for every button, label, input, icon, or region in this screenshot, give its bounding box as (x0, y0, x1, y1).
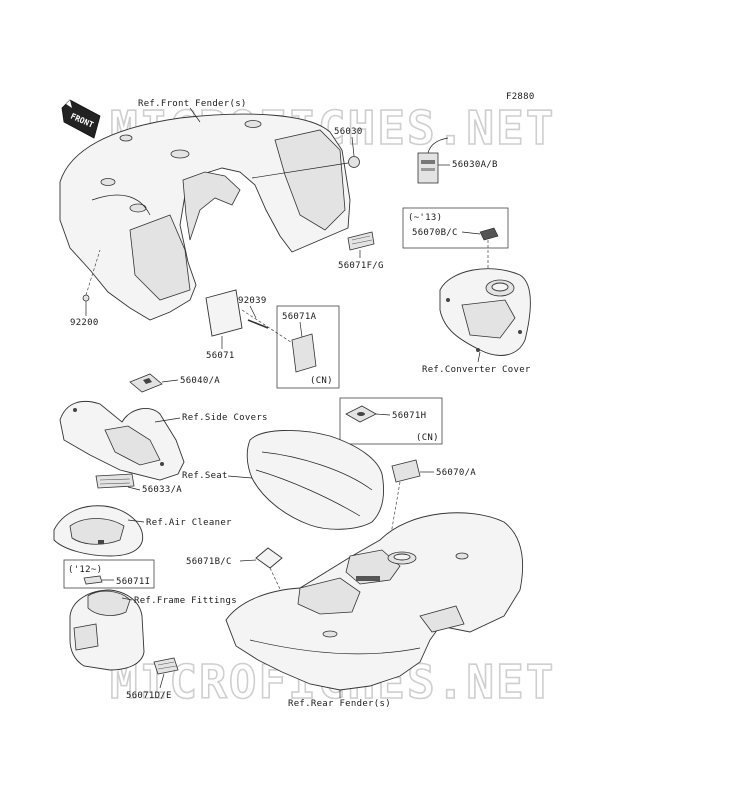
label-ref-converter-cover: Ref.Converter Cover (422, 365, 531, 375)
label-92200: 92200 (70, 318, 99, 328)
label-92039: 92039 (238, 296, 267, 306)
part-56030-icon (348, 156, 360, 168)
label-ref-frame-fittings: Ref.Frame Fittings (134, 596, 237, 606)
label-ref-side-covers: Ref.Side Covers (182, 413, 268, 423)
label-cn-2: (CN) (416, 433, 439, 443)
part-56071-icon (205, 289, 243, 337)
label-56070a: 56070/A (436, 468, 476, 478)
label-56071de: 56071D/E (126, 691, 172, 701)
label-cn-1: (CN) (310, 376, 333, 386)
part-56071i-icon (83, 575, 103, 585)
rear-fender-part (225, 512, 523, 691)
box-56071i (63, 559, 155, 589)
frame-fittings-part (69, 589, 145, 671)
label-56071: 56071 (206, 351, 235, 361)
label-56030: 56030 (334, 127, 363, 137)
part-56033a-icon (95, 473, 135, 489)
label-56070bc: 56070B/C (412, 228, 458, 238)
part-92039-icon (247, 319, 269, 329)
part-56071a-icon (291, 333, 317, 373)
part-56030ab-tag-icon (417, 137, 449, 184)
box-56071h (339, 397, 443, 445)
air-cleaner-part (53, 505, 144, 557)
label-ref-air-cleaner: Ref.Air Cleaner (146, 518, 232, 528)
label-ref-rear-fender: Ref.Rear Fender(s) (288, 699, 391, 709)
part-56070a-icon (391, 459, 421, 483)
label-56071a: 56071A (282, 312, 317, 322)
box-56071a (276, 305, 340, 389)
part-56070bc-icon (479, 227, 499, 241)
label-range-13: (~'13) (408, 213, 442, 223)
side-covers-part (59, 400, 185, 481)
label-range-12: ('12~) (68, 565, 102, 575)
part-56071de-icon (153, 657, 179, 675)
label-56071bc: 56071B/C (186, 557, 232, 567)
label-ref-front-fender: Ref.Front Fender(s) (138, 99, 247, 109)
front-fender-part (59, 113, 351, 321)
seat-part (246, 430, 384, 530)
label-56071fg: 56071F/G (338, 261, 384, 271)
part-56071bc-icon (255, 547, 283, 569)
converter-cover-part (439, 268, 531, 356)
part-56071fg-icon (347, 231, 375, 251)
label-56030ab: 56030A/B (452, 160, 498, 170)
label-56071h: 56071H (392, 411, 426, 421)
figure-id: F2880 (506, 92, 535, 102)
front-arrow-icon: FRONT (61, 99, 101, 139)
label-56040a: 56040/A (180, 376, 220, 386)
part-92200-icon (82, 294, 90, 302)
label-ref-seat: Ref.Seat (182, 471, 228, 481)
label-56071i: 56071I (116, 577, 150, 587)
box-56070bc (402, 207, 509, 249)
label-56033a: 56033/A (142, 485, 182, 495)
